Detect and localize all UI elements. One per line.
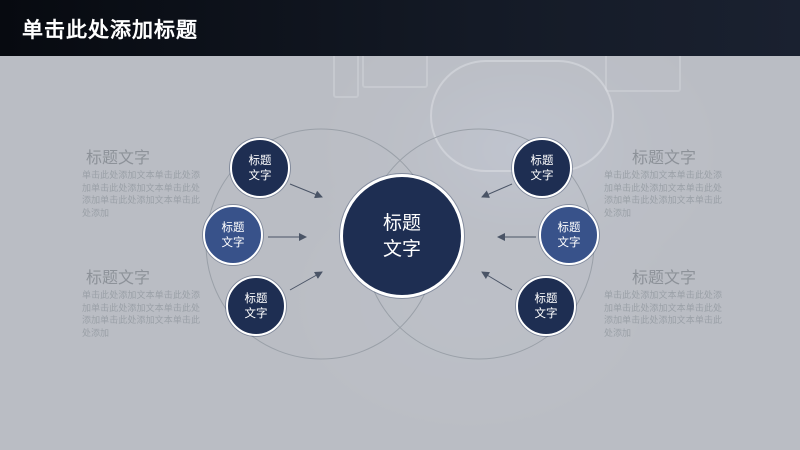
- page-title: 单击此处添加标题: [22, 18, 198, 42]
- node-line1: 标题: [534, 291, 558, 305]
- center-node-line2: 文字: [382, 238, 421, 260]
- right-block-top-body: 单击此处添加文本单击此处添加单击此处添加文本单击此处添加单击此处添加文本单击此处…: [604, 171, 722, 219]
- right-block-bottom-body: 单击此处添加文本单击此处添加单击此处添加文本单击此处添加单击此处添加文本单击此处…: [604, 291, 722, 339]
- left-node-top: 标题文字: [230, 138, 290, 198]
- node-line1: 标题: [557, 220, 581, 234]
- center-node-line1: 标题: [382, 212, 421, 234]
- left-block-bottom-title: 标题文字: [86, 268, 151, 287]
- right-block-bottom-title: 标题文字: [632, 268, 697, 287]
- node-line1: 标题: [248, 153, 272, 167]
- node-line2: 文字: [534, 306, 558, 320]
- node-line2: 文字: [530, 168, 554, 182]
- center-node: 标题 文字: [340, 174, 464, 298]
- node-line2: 文字: [244, 306, 268, 320]
- right-node-bottom: 标题文字: [516, 276, 576, 336]
- node-line2: 文字: [248, 168, 272, 182]
- arrow-left-top: [289, 183, 323, 199]
- right-block-top-title: 标题文字: [632, 148, 697, 167]
- node-line2: 文字: [557, 235, 581, 249]
- node-line2: 文字: [221, 235, 245, 249]
- arrow-right-top: [481, 183, 513, 198]
- left-block-bottom-body: 单击此处添加文本单击此处添加单击此处添加文本单击此处添加单击此处添加文本单击此处…: [82, 291, 200, 339]
- left-block-top-title: 标题文字: [86, 148, 151, 167]
- left-node-bottom: 标题文字: [226, 276, 286, 336]
- node-line1: 标题: [530, 153, 554, 167]
- node-line1: 标题: [221, 220, 245, 234]
- title-bar: [0, 0, 800, 56]
- left-block-top-body: 单击此处添加文本单击此处添加单击此处添加文本单击此处添加单击此处添加文本单击此处…: [82, 171, 200, 219]
- node-line1: 标题: [244, 291, 268, 305]
- left-node-middle: 标题文字: [203, 205, 263, 265]
- right-node-top: 标题文字: [512, 138, 572, 198]
- arrow-left-bottom: [289, 271, 323, 291]
- right-node-middle: 标题文字: [539, 205, 599, 265]
- arrow-right-bottom: [481, 271, 513, 291]
